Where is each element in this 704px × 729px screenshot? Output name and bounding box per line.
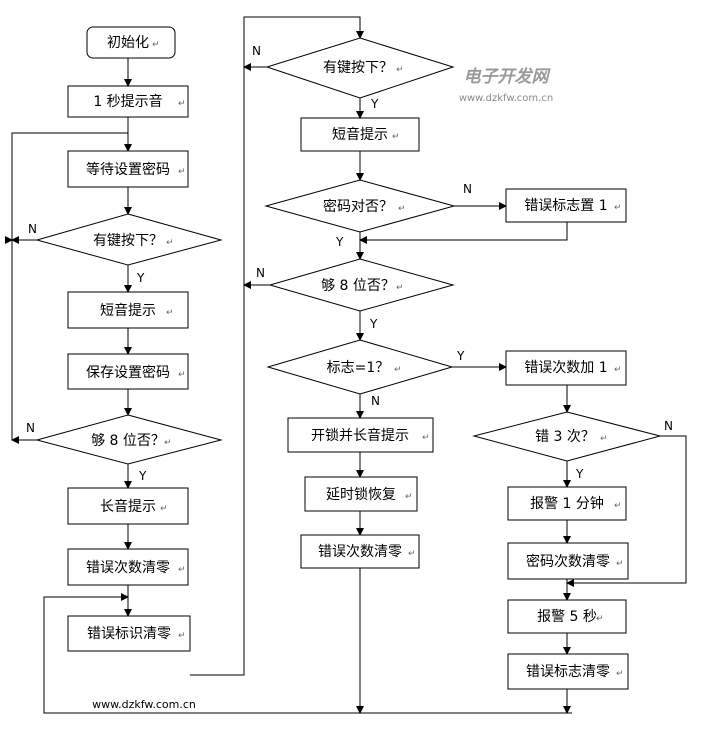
node-short-beep-1 [67, 291, 189, 329]
label-err-count-clear-1: 错误次数清零 [86, 560, 170, 576]
svg-text:↵: ↵ [178, 370, 186, 380]
no-label-3: N [252, 44, 261, 58]
label-unlock: 开锁并长音提示 [311, 427, 409, 444]
label-delay-relock: 延时锁恢复 [326, 486, 396, 503]
label-enough8-1: 够 8 位否？ [91, 433, 165, 449]
label-err-count-add: 错误次数加 1 [524, 360, 607, 376]
label-flag-eq1: 标志=1？ [327, 360, 390, 376]
node-init [86, 26, 176, 59]
no-label-2: N [26, 421, 35, 435]
node-err-flag-set [505, 188, 627, 223]
no-label-4: N [463, 182, 472, 196]
node-err-flag-clear-2 [507, 653, 629, 690]
svg-text:↵: ↵ [396, 65, 404, 75]
no-label-7: N [664, 419, 673, 433]
svg-text:↵: ↵ [398, 204, 406, 214]
svg-text:↵: ↵ [394, 365, 402, 375]
svg-text:↵: ↵ [164, 438, 172, 448]
label-pwd-count-clear: 密码次数清零 [526, 553, 610, 570]
yes-label-2: Y [138, 469, 147, 483]
watermark-url-bottom: www.dzkfw.com.cn [92, 698, 196, 711]
label-key-pressed-2: 有键按下？ [323, 60, 393, 76]
paragraph-marks: ↵ ↵ ↵ ↵ ↵ ↵ ↵ ↵ ↵ ↵ ↵ ↵ ↵ ↵ ↵ ↵ ↵ ↵ ↵ ↵ ↵ ↵ ↵ ↵ ↵ [152, 40, 624, 679]
node-err-flag-clear-1 [67, 615, 191, 652]
svg-text:↵: ↵ [616, 669, 624, 679]
svg-text:↵: ↵ [166, 238, 174, 248]
svg-text:↵: ↵ [616, 559, 624, 569]
yes-label-5: Y [369, 317, 378, 331]
label-err-flag-clear-1: 错误标识清零 [87, 626, 171, 642]
label-save-set: 保存设置密码 [86, 364, 170, 381]
no-label-5: N [256, 266, 265, 280]
node-enough8-2 [268, 258, 455, 312]
svg-text:↵: ↵ [178, 631, 186, 641]
svg-text:↵: ↵ [160, 504, 168, 514]
label-alarm-5s: 报警 5 秒 [537, 609, 597, 625]
svg-text:↵: ↵ [422, 433, 430, 443]
yes-label-1: Y [136, 271, 145, 285]
svg-text:↵: ↵ [614, 365, 622, 375]
node-wait-set [67, 150, 189, 188]
svg-text:↵: ↵ [392, 132, 400, 142]
svg-text:↵: ↵ [405, 492, 413, 502]
node-pwd-count-clear [507, 542, 629, 580]
label-enough8-2: 够 8 位否？ [321, 278, 395, 294]
yes-label-4: Y [335, 235, 344, 249]
label-init: 初始化 [107, 34, 149, 51]
yes-label-3: Y [370, 97, 379, 111]
watermark-url-top: www.dzkfw.com.cn [459, 93, 553, 104]
node-key-pressed-2 [265, 37, 455, 99]
label-err3: 错 3 次？ [535, 429, 595, 445]
watermark-title: 电子开发网 [464, 67, 552, 87]
node-flag-eq1 [266, 339, 454, 395]
node-err3 [472, 411, 662, 462]
svg-text:↵: ↵ [152, 40, 160, 50]
label-wait-set: 等待设置密码 [86, 161, 170, 178]
label-beep1s: 1 秒提示音 [93, 93, 162, 110]
node-short-beep-2 [300, 117, 420, 152]
svg-text:↵: ↵ [178, 99, 186, 109]
no-label-1: N [28, 222, 37, 236]
node-err-count-add [505, 350, 627, 386]
node-delay-relock [304, 476, 418, 512]
node-pwd-correct [264, 179, 456, 233]
yes-label-7: Y [575, 467, 584, 481]
label-err-count-clear-2: 错误次数清零 [318, 544, 402, 560]
label-long-beep: 长音提示 [100, 498, 156, 515]
label-alarm-1min: 报警 1 分钟 [530, 495, 604, 512]
svg-text:↵: ↵ [166, 308, 174, 318]
svg-text:↵: ↵ [596, 614, 604, 624]
node-beep1s [67, 85, 189, 118]
node-err-count-clear-1 [67, 548, 189, 586]
svg-text:↵: ↵ [408, 549, 416, 559]
svg-text:↵: ↵ [178, 167, 186, 177]
node-alarm-5s [507, 599, 627, 634]
node-save-set [67, 353, 189, 390]
svg-text:↵: ↵ [600, 434, 608, 444]
node-long-beep [67, 487, 189, 525]
node-unlock [287, 417, 434, 453]
no-label-6: N [371, 394, 380, 408]
svg-text:↵: ↵ [396, 283, 404, 293]
node-alarm-1min [507, 486, 627, 521]
label-short-beep-2: 短音提示 [332, 126, 388, 143]
label-err-flag-set: 错误标志置 1 [524, 198, 607, 214]
node-enough8-1 [35, 414, 223, 465]
svg-text:↵: ↵ [614, 501, 622, 511]
label-pwd-correct: 密码对否？ [323, 198, 393, 215]
yes-label-6: Y [456, 349, 465, 363]
label-short-beep-1: 短音提示 [100, 302, 156, 319]
svg-text:↵: ↵ [614, 203, 622, 213]
node-key-pressed-1 [35, 213, 223, 266]
label-err-flag-clear-2: 错误标志清零 [526, 664, 610, 680]
label-key-pressed-1: 有键按下？ [93, 233, 163, 249]
node-err-count-clear-2 [300, 534, 420, 569]
svg-text:↵: ↵ [178, 565, 186, 575]
